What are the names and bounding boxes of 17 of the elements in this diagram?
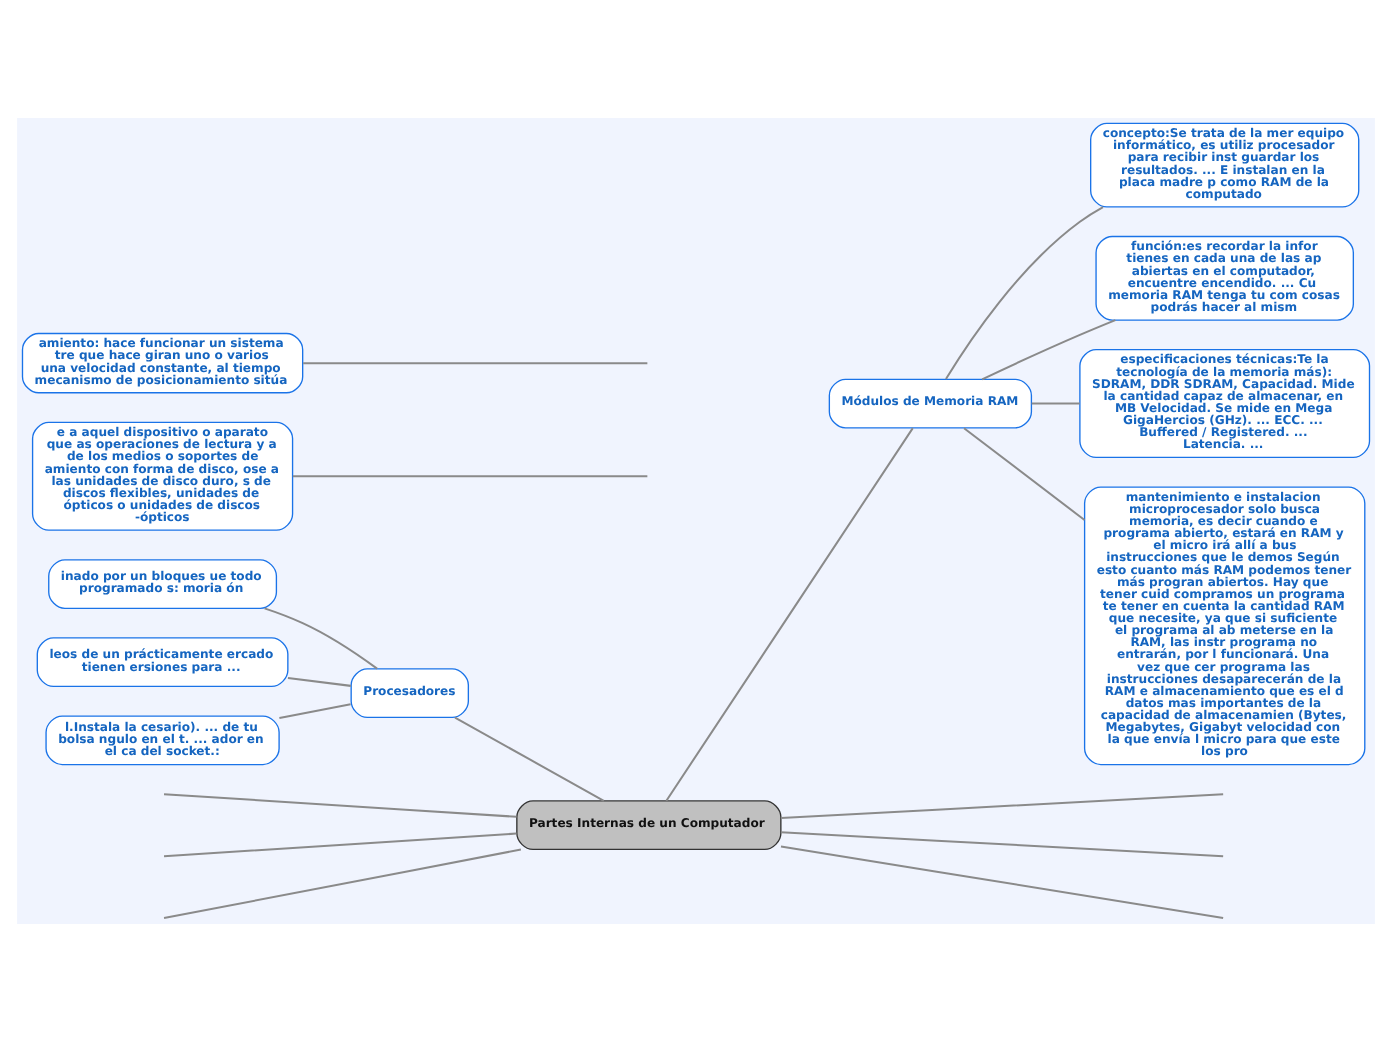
connector (1031, 401, 1080, 404)
connector (665, 426, 914, 801)
connector (780, 830, 1224, 857)
connector (264, 606, 378, 669)
connector (454, 715, 605, 801)
connector (287, 675, 351, 686)
connector (945, 205, 1104, 379)
connector (981, 318, 1116, 380)
connector (163, 792, 517, 817)
connector (279, 702, 351, 719)
connector (780, 844, 1224, 919)
connector (163, 847, 522, 919)
connector (780, 792, 1224, 819)
connector (163, 831, 517, 857)
connector (303, 361, 648, 364)
connector (292, 474, 648, 477)
connector (963, 426, 1086, 520)
